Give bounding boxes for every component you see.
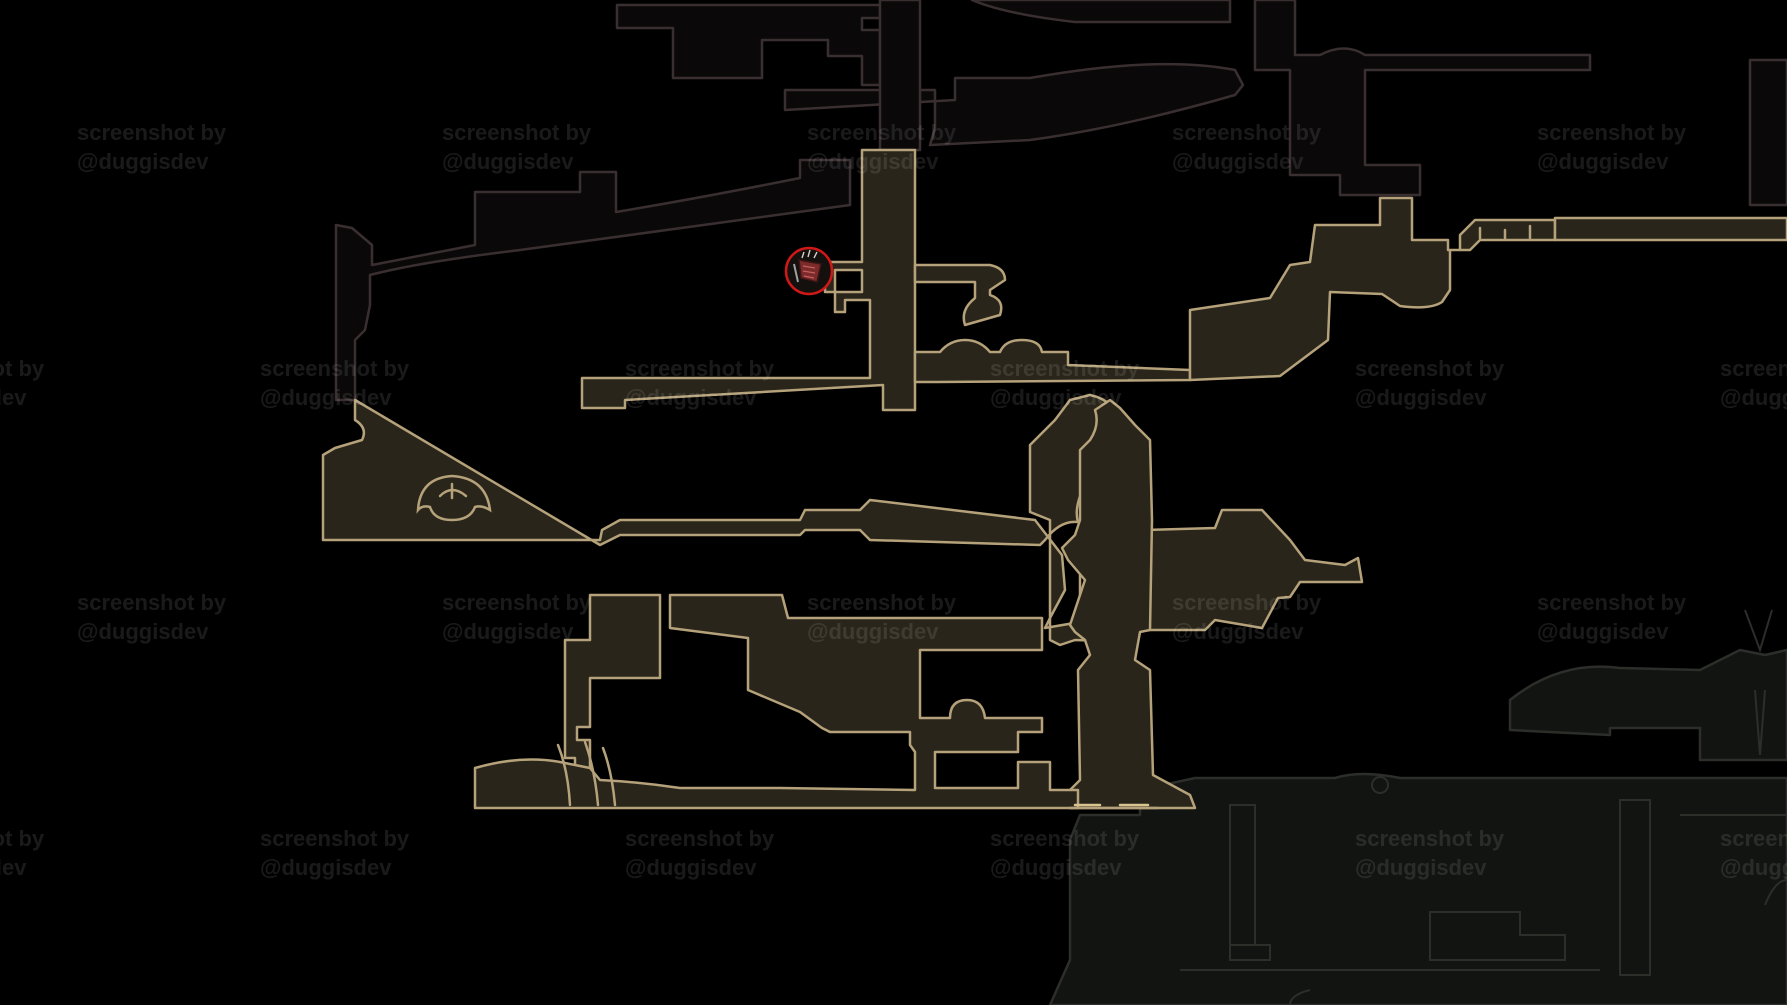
unexplored-room-outlines: [1180, 609, 1787, 1005]
unexplored-rooms-bottom: [1048, 648, 1787, 1005]
bench-icon[interactable]: [416, 474, 492, 522]
knight-head-icon[interactable]: [784, 246, 834, 296]
explored-details: [556, 224, 1532, 810]
explored-rooms: [321, 148, 1787, 810]
unexplored-rooms-top: [334, 0, 1787, 402]
